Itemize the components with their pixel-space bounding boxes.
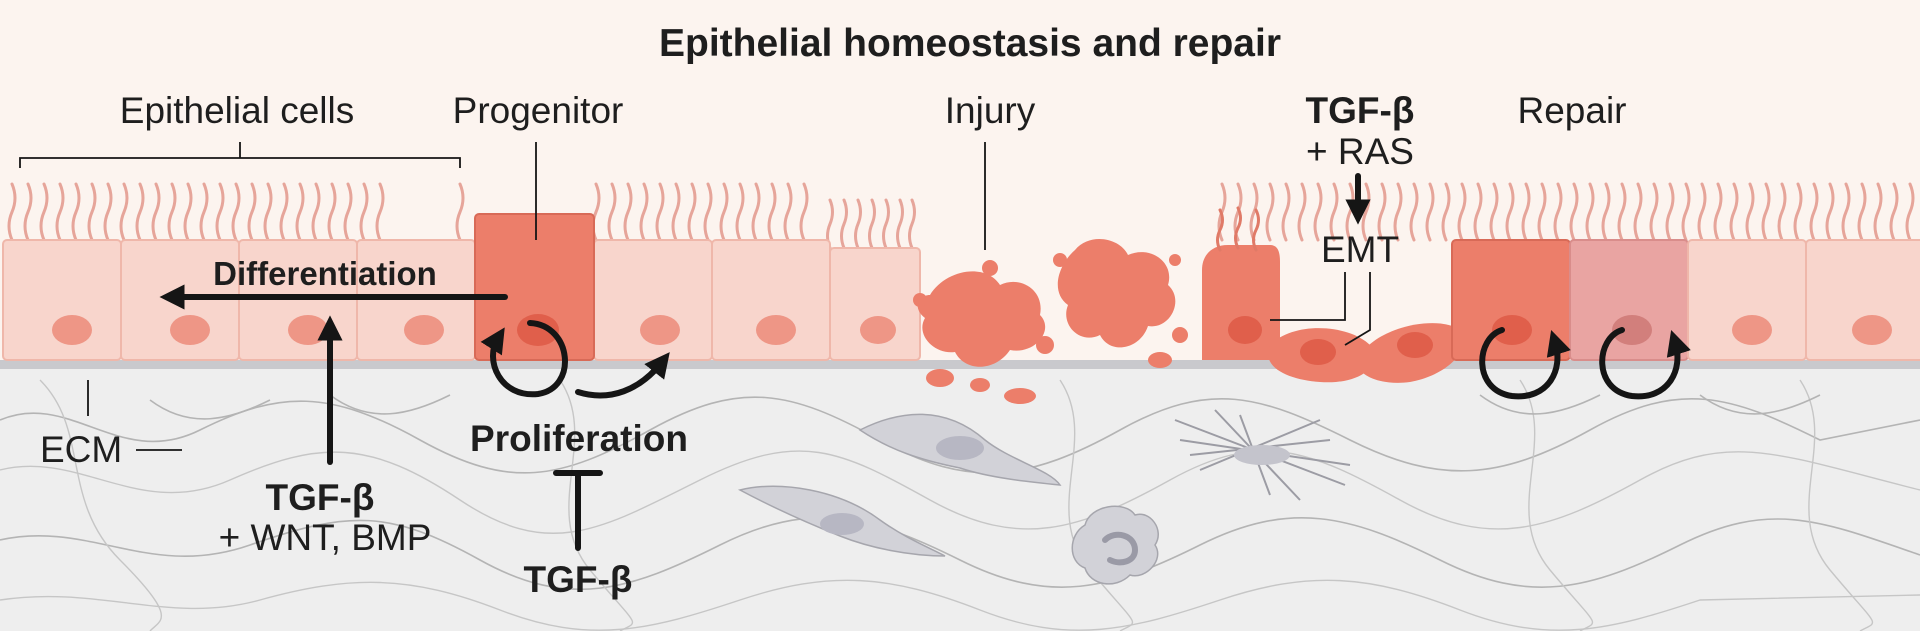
fragment [1053, 253, 1067, 267]
fragment [1169, 254, 1181, 266]
emt-label: EMT [1321, 229, 1399, 270]
nucleus [1397, 332, 1433, 358]
fragment [970, 378, 990, 392]
repair-label: Repair [1518, 90, 1627, 131]
progenitor-label: Progenitor [453, 90, 624, 131]
nucleus [936, 436, 984, 460]
differentiation-label: Differentiation [213, 255, 437, 292]
fragment [1148, 352, 1172, 368]
nucleus [820, 513, 864, 535]
repair-cycle-icon [1479, 327, 1571, 400]
injury-label: Injury [945, 90, 1036, 131]
nucleus [1732, 315, 1772, 345]
fragment [913, 293, 927, 307]
fragment [1057, 239, 1176, 348]
tgfb-wnt-label-line2: + WNT, BMP [219, 517, 432, 558]
tgfb-inhibition-line [553, 470, 603, 551]
nucleus [860, 316, 896, 344]
nuclei-left [52, 315, 896, 345]
nucleus [1102, 531, 1139, 566]
tgfb-inhibit-label: TGF-β [524, 559, 633, 600]
nucleus [756, 315, 796, 345]
tgfb-ras-label-line2: + RAS [1306, 131, 1414, 172]
repair-cycle-icon [1599, 327, 1691, 400]
nucleus [1612, 315, 1652, 345]
nucleus [640, 315, 680, 345]
nucleus [404, 315, 444, 345]
fragment [1036, 336, 1054, 354]
proliferation-daughter-arrow [575, 352, 670, 399]
emt-cilia [1216, 206, 1260, 252]
injured-cell-fragments [913, 239, 1188, 404]
fragment [917, 271, 1046, 367]
ecm-label: ECM [40, 429, 122, 470]
nuclei-right [1732, 315, 1892, 345]
nucleus [1852, 315, 1892, 345]
epithelial-cells-right [1687, 239, 1920, 361]
nucleus [1492, 315, 1532, 345]
nucleus [1300, 339, 1336, 365]
nucleus [288, 315, 328, 345]
macrophage-cell [1071, 505, 1159, 585]
emt-pointer [1270, 272, 1371, 346]
basement-membrane [0, 360, 1920, 369]
nucleus [1234, 445, 1290, 465]
progenitor-proliferation-cycle-icon [480, 320, 568, 398]
tgfb-ras-label-line1: TGF-β [1306, 90, 1415, 131]
nucleus [1228, 316, 1262, 344]
fragment [1172, 327, 1188, 343]
proliferation-label: Proliferation [470, 418, 688, 459]
nucleus [170, 315, 210, 345]
progenitor-cell [474, 213, 595, 361]
fragment [926, 369, 954, 387]
epithelial-cells-label: Epithelial cells [120, 90, 354, 131]
fragment [1004, 388, 1036, 404]
diagram-title: Epithelial homeostasis and repair [659, 22, 1281, 65]
emt-cells [1202, 206, 1465, 383]
nucleus [52, 315, 92, 345]
epithelial-cells-bracket [19, 142, 461, 168]
tgfb-wnt-label-line1: TGF-β [266, 477, 375, 518]
fragment [982, 260, 998, 276]
